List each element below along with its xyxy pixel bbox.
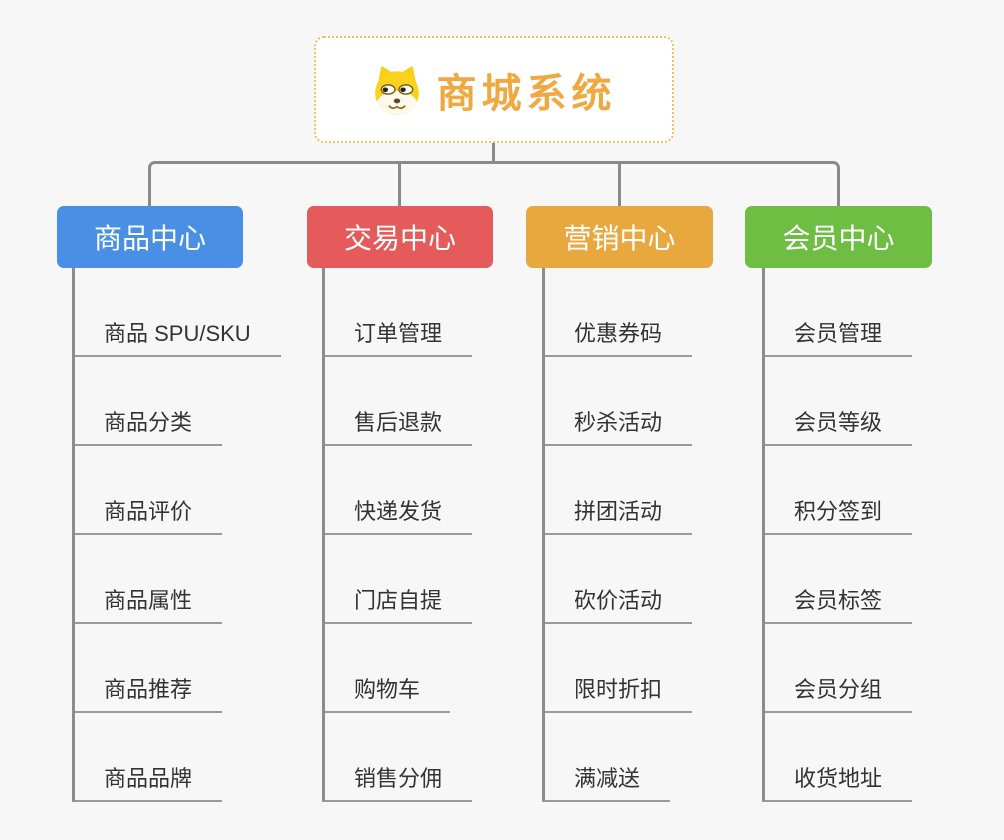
child-node[interactable]: 商品品牌 bbox=[72, 766, 223, 802]
child-node[interactable]: 会员管理 bbox=[762, 321, 913, 357]
branch-children-member: 会员管理 会员等级 积分签到 会员标签 会员分组 收货地址 bbox=[762, 268, 913, 802]
child-node[interactable]: 满减送 bbox=[542, 766, 671, 802]
branch-node-product[interactable]: 商品中心 bbox=[57, 206, 243, 268]
connector-drop-marketing bbox=[618, 161, 621, 207]
child-node[interactable]: 会员等级 bbox=[762, 410, 913, 446]
branch-node-member[interactable]: 会员中心 bbox=[745, 206, 932, 268]
child-connector-line bbox=[72, 268, 75, 801]
child-node[interactable]: 商品推荐 bbox=[72, 677, 223, 713]
branch-children-marketing: 优惠券码 秒杀活动 拼团活动 砍价活动 限时折扣 满减送 bbox=[542, 268, 693, 802]
connector-drop-trade bbox=[398, 161, 401, 207]
root-node[interactable]: 商城系统 bbox=[314, 36, 674, 143]
branch-node-marketing[interactable]: 营销中心 bbox=[526, 206, 713, 268]
child-node[interactable]: 秒杀活动 bbox=[542, 410, 693, 446]
child-connector-line bbox=[542, 268, 545, 801]
child-node[interactable]: 优惠券码 bbox=[542, 321, 693, 357]
child-node[interactable]: 限时折扣 bbox=[542, 677, 693, 713]
child-node[interactable]: 商品分类 bbox=[72, 410, 223, 446]
branch-node-trade[interactable]: 交易中心 bbox=[307, 206, 493, 268]
child-node[interactable]: 门店自提 bbox=[322, 588, 473, 624]
child-node[interactable]: 收货地址 bbox=[762, 766, 913, 802]
branch-children-trade: 订单管理 售后退款 快递发货 门店自提 购物车 销售分佣 bbox=[322, 268, 473, 802]
child-node[interactable]: 会员标签 bbox=[762, 588, 913, 624]
child-node[interactable]: 拼团活动 bbox=[542, 499, 693, 535]
connector-bus-left bbox=[148, 161, 400, 207]
connector-bus-right bbox=[620, 161, 840, 207]
child-node[interactable]: 会员分组 bbox=[762, 677, 913, 713]
child-node[interactable]: 砍价活动 bbox=[542, 588, 693, 624]
child-node[interactable]: 快递发货 bbox=[322, 499, 473, 535]
child-connector-line bbox=[322, 268, 325, 801]
child-node[interactable]: 商品 SPU/SKU bbox=[72, 321, 281, 357]
child-connector-line bbox=[762, 268, 765, 801]
child-node[interactable]: 销售分佣 bbox=[322, 766, 473, 802]
doge-icon bbox=[374, 66, 419, 115]
child-node[interactable]: 商品属性 bbox=[72, 588, 223, 624]
connector-bus-mid bbox=[400, 161, 620, 164]
child-node[interactable]: 商品评价 bbox=[72, 499, 223, 535]
child-node[interactable]: 售后退款 bbox=[322, 410, 473, 446]
root-title: 商城系统 bbox=[436, 71, 617, 116]
child-node[interactable]: 积分签到 bbox=[762, 499, 913, 535]
child-node[interactable]: 订单管理 bbox=[322, 321, 473, 357]
connector-root-stem bbox=[492, 143, 495, 164]
branch-children-product: 商品 SPU/SKU 商品分类 商品评价 商品属性 商品推荐 商品品牌 bbox=[72, 268, 281, 802]
child-node[interactable]: 购物车 bbox=[322, 677, 451, 713]
